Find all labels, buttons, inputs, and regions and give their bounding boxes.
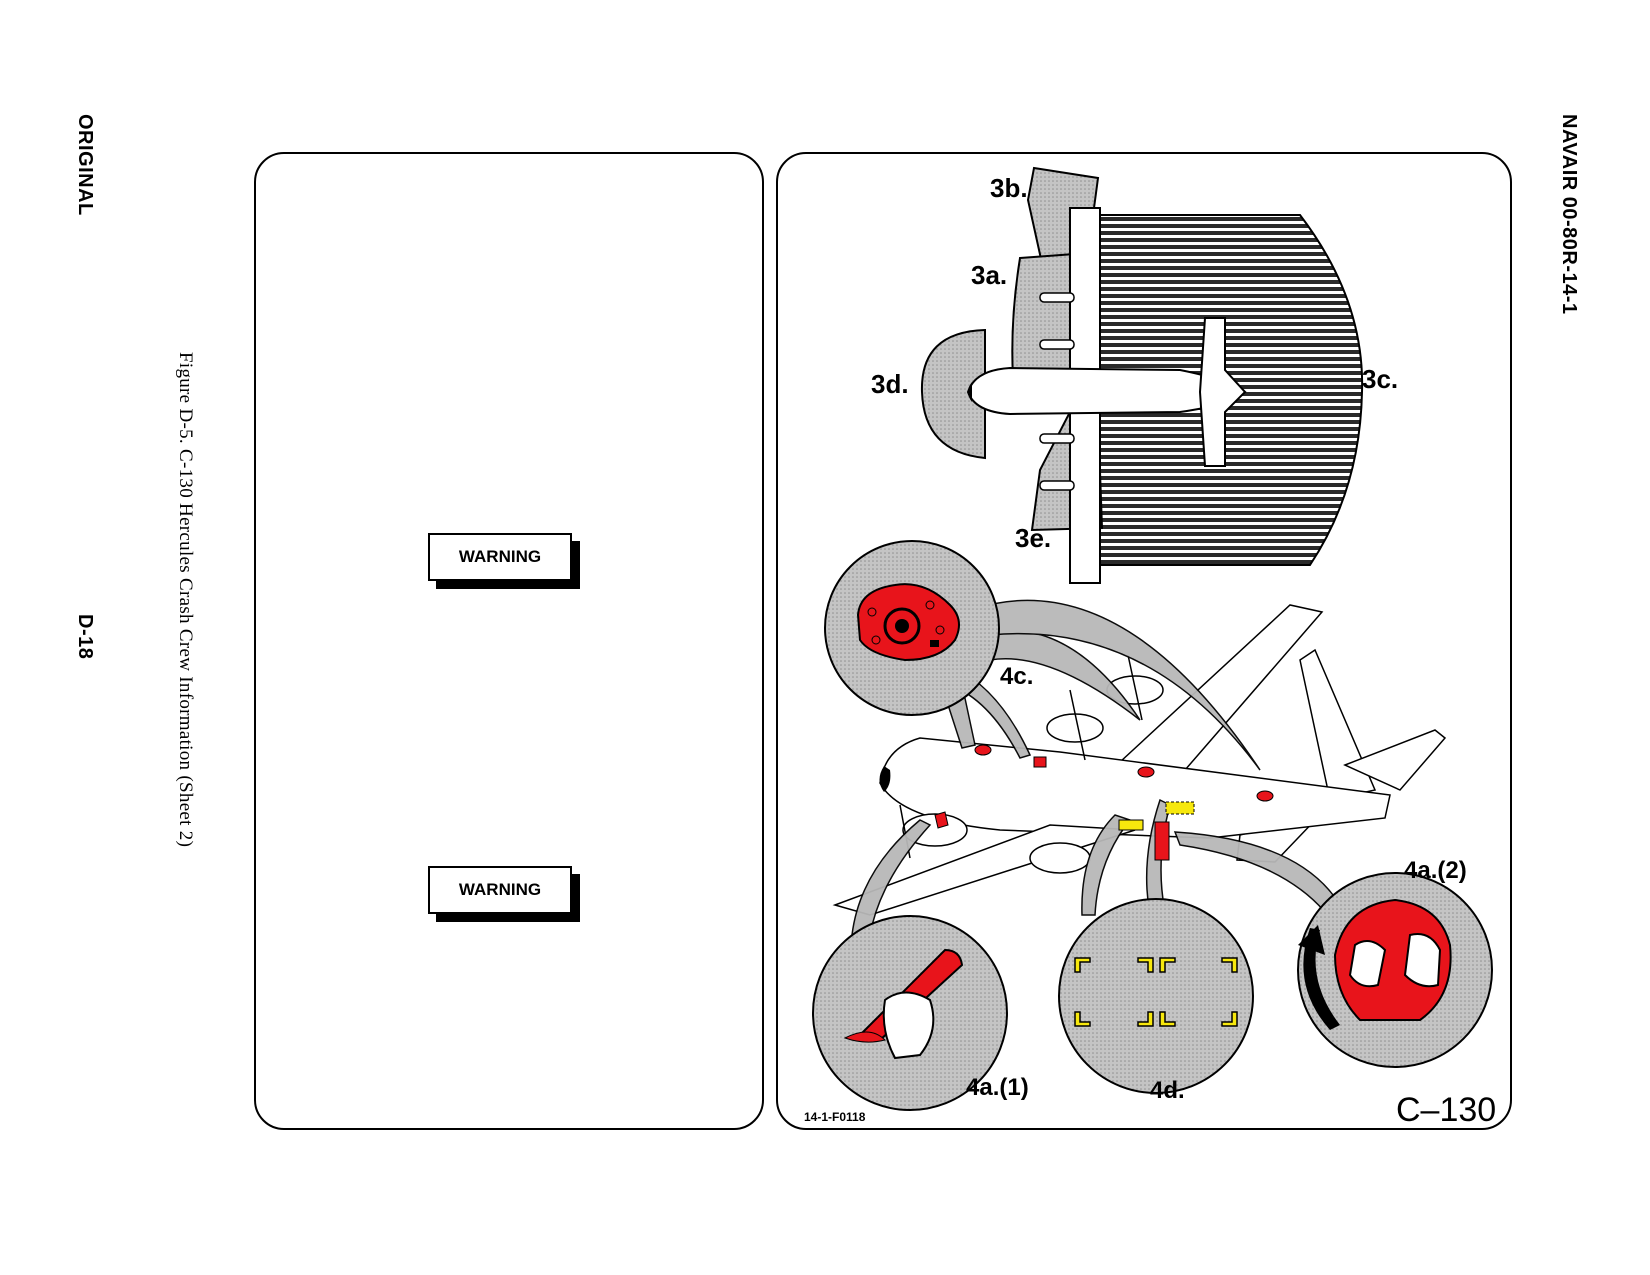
detail-4d	[1058, 898, 1254, 1094]
figure-code: 14-1-F0118	[804, 1110, 866, 1124]
detail-4c	[824, 540, 1000, 716]
top-view-aircraft	[920, 166, 1364, 584]
label-4a1: 4a.(1)	[966, 1074, 1029, 1101]
label-3a: 3a.	[971, 260, 1007, 290]
aircraft-markers	[934, 744, 1274, 861]
zone-3a-area	[1011, 252, 1079, 382]
zone-3d-area	[920, 328, 986, 460]
aircraft-designation: C–130	[1396, 1091, 1496, 1129]
left-panel	[254, 152, 764, 1130]
label-4d: 4d.	[1150, 1077, 1185, 1104]
warning-box-2: WARNING	[428, 866, 572, 914]
warning-box-1: WARNING	[428, 533, 572, 581]
detail-4a-1	[812, 915, 1008, 1111]
label-4a2: 4a.(2)	[1404, 857, 1467, 884]
detail-4a-2	[1297, 872, 1493, 1068]
aircraft-tail	[1198, 317, 1247, 467]
label-3e: 3e.	[1015, 523, 1051, 553]
label-3c: 3c.	[1362, 364, 1398, 394]
label-3d: 3d.	[871, 369, 909, 399]
label-3b: 3b.	[990, 173, 1028, 203]
label-4c: 4c.	[1000, 663, 1033, 690]
